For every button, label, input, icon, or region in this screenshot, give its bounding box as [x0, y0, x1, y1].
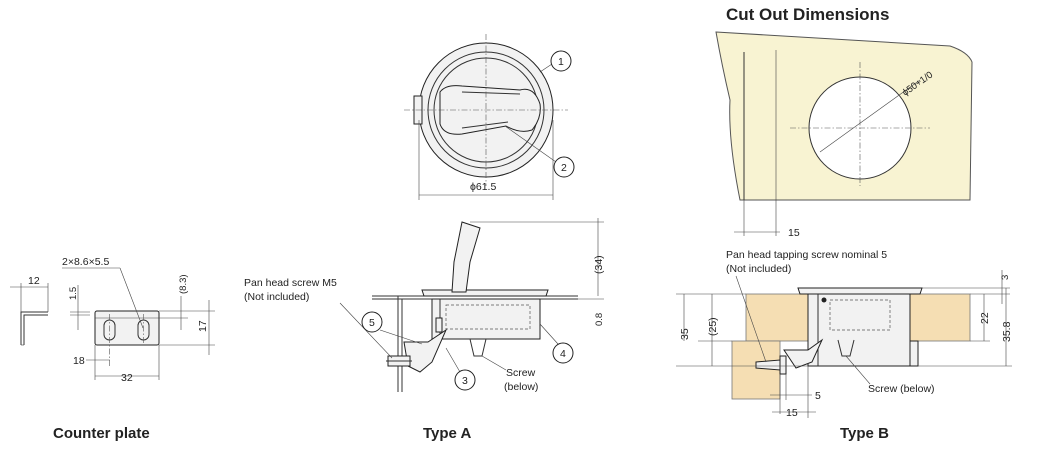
type-b-screw-note-1: Pan head tapping screw nominal 5: [726, 249, 887, 261]
caption-type-a: Type A: [423, 425, 472, 442]
dim-12: 12: [28, 275, 40, 287]
type-b-dim-25: (25): [707, 317, 719, 336]
cutout-drawing: Cut Out Dimensions ϕ50+1/0 15: [715, 5, 973, 239]
type-b-dim-22: 22: [979, 312, 991, 324]
type-b-dim-15: 15: [786, 407, 798, 419]
type-b-screw-label: Screw (below): [868, 383, 935, 395]
dim-32: 32: [121, 372, 133, 384]
cutout-title: Cut Out Dimensions: [726, 5, 889, 24]
caption-counter-plate: Counter plate: [53, 425, 150, 442]
wood-top-right: [909, 293, 971, 342]
type-b-dim-5: 5: [815, 390, 821, 402]
dim-0-8: 0.8: [594, 313, 605, 326]
dim-top-diameter: ϕ61.5: [470, 181, 496, 193]
dim-slot: 2×8.6×5.5: [62, 256, 109, 268]
type-a-screw-label-1: Screw: [506, 367, 536, 379]
callout-1: 1: [558, 56, 564, 68]
dim-18: 18: [73, 355, 85, 367]
callout-3: 3: [462, 375, 468, 387]
type-b-dim-35: 35: [679, 328, 691, 340]
counter-plate-front: [94, 310, 160, 346]
wood-bottom-left: [731, 340, 781, 400]
dim-8-3: (8.3): [178, 274, 189, 294]
dim-34: (34): [593, 255, 605, 274]
cutout-dim-15: 15: [788, 227, 800, 239]
counter-plate-drawing: 12 1.5 2×8.6×5.5 (8.3) 17 18 32: [10, 256, 215, 384]
type-b-drawing: 35 (25) 3 22 35.8 5 15 Pan head tapping …: [676, 249, 1013, 419]
callout-2: 2: [561, 162, 567, 174]
caption-type-b: Type B: [840, 425, 889, 442]
type-a-screw-note-2: (Not included): [244, 291, 309, 303]
type-a-screw-label-2: (below): [504, 381, 538, 393]
type-a-drawing: (34) 0.8 Pan head screw M5 (Not included…: [244, 218, 605, 393]
dim-17: 17: [197, 320, 209, 332]
top-view-drawing: ϕ61.5 1 2: [404, 34, 575, 200]
dim-1-5: 1.5: [68, 287, 79, 300]
raised-handle: [451, 221, 481, 293]
callout-5: 5: [369, 317, 375, 329]
type-b-dim-3: 3: [1000, 275, 1011, 280]
wood-top-left: [745, 293, 809, 342]
callout-4: 4: [560, 348, 566, 360]
type-b-screw-note-2: (Not included): [726, 263, 791, 275]
type-b-dim-35-8: 35.8: [1001, 321, 1013, 342]
type-a-screw-note-1: Pan head screw M5: [244, 277, 337, 289]
